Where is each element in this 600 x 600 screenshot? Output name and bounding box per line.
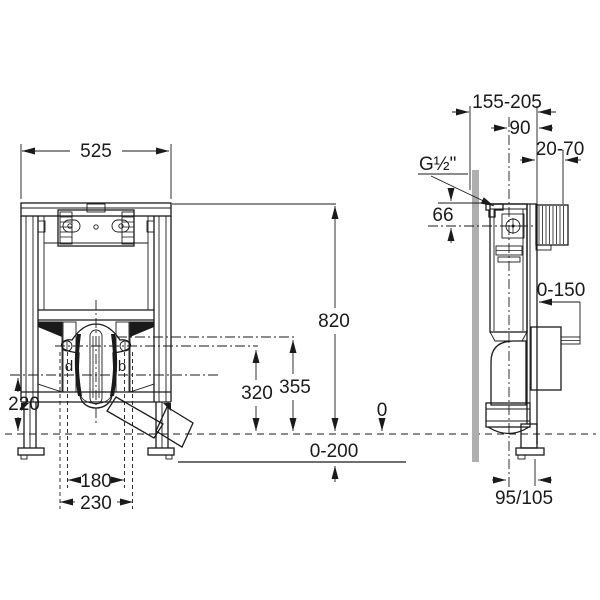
flush-plate-mechanism bbox=[57, 203, 135, 247]
svg-text:230: 230 bbox=[80, 493, 112, 514]
support-bracket-box bbox=[530, 326, 581, 391]
dim-outlet-axis-height: 220 bbox=[8, 374, 218, 431]
svg-text:66: 66 bbox=[432, 205, 453, 226]
svg-text:0-200: 0-200 bbox=[310, 441, 359, 462]
floor-zero-marker: 0 bbox=[377, 400, 388, 431]
svg-text:0: 0 bbox=[377, 400, 388, 421]
svg-text:95/105: 95/105 bbox=[495, 488, 553, 509]
adjustable-feet bbox=[17, 402, 175, 460]
side-cistern bbox=[489, 203, 528, 342]
dim-frame-height: 820 bbox=[172, 203, 350, 431]
svg-text:180: 180 bbox=[80, 471, 112, 492]
drain-chute bbox=[106, 396, 194, 448]
svg-text:820: 820 bbox=[318, 311, 350, 332]
dim-bolt-spacing-180: 180 bbox=[68, 471, 124, 492]
svg-text:90: 90 bbox=[509, 118, 530, 139]
water-inlet-bracket bbox=[485, 203, 504, 218]
dim-wall-finish: 20-70 bbox=[520, 139, 584, 204]
dim-flush-bend-top: 355 bbox=[117, 336, 311, 431]
svg-text:220: 220 bbox=[8, 394, 40, 415]
svg-text:0-150: 0-150 bbox=[537, 280, 586, 301]
dim-inlet-height: 66 bbox=[432, 188, 488, 243]
flush-elbow-pipe bbox=[485, 340, 531, 435]
side-frame-rail bbox=[515, 204, 545, 460]
bolt-label-b: b bbox=[118, 358, 126, 375]
svg-text:320: 320 bbox=[241, 383, 273, 404]
dim-feet-adjust: 0-200 bbox=[178, 441, 406, 482]
dim-bolt-axis-height: 320 bbox=[55, 345, 273, 431]
svg-text:155-205: 155-205 bbox=[472, 92, 542, 113]
water-inlet-callout: G½" bbox=[418, 154, 495, 207]
dim-outlet-offset: 95/105 bbox=[492, 459, 553, 509]
bolt-label-d: d bbox=[65, 358, 73, 375]
svg-text:355: 355 bbox=[279, 377, 311, 398]
inlet-thread-label: G½" bbox=[419, 154, 456, 175]
dim-frame-width: 525 bbox=[20, 141, 172, 199]
dim-bolt-spacing-230: 230 bbox=[60, 493, 133, 514]
dim-frame-depth: 155-205 bbox=[452, 92, 556, 204]
front-view-frame bbox=[17, 202, 194, 460]
svg-text:20-70: 20-70 bbox=[536, 139, 585, 160]
side-view-frame bbox=[485, 203, 581, 460]
finished-wall-strip bbox=[472, 170, 479, 462]
dim-center-to-face: 90 bbox=[491, 118, 553, 139]
svg-text:525: 525 bbox=[80, 141, 112, 162]
dim-bracket-adjust: 0-150 bbox=[537, 280, 586, 337]
wall-anchor-hatched-block bbox=[535, 204, 569, 251]
